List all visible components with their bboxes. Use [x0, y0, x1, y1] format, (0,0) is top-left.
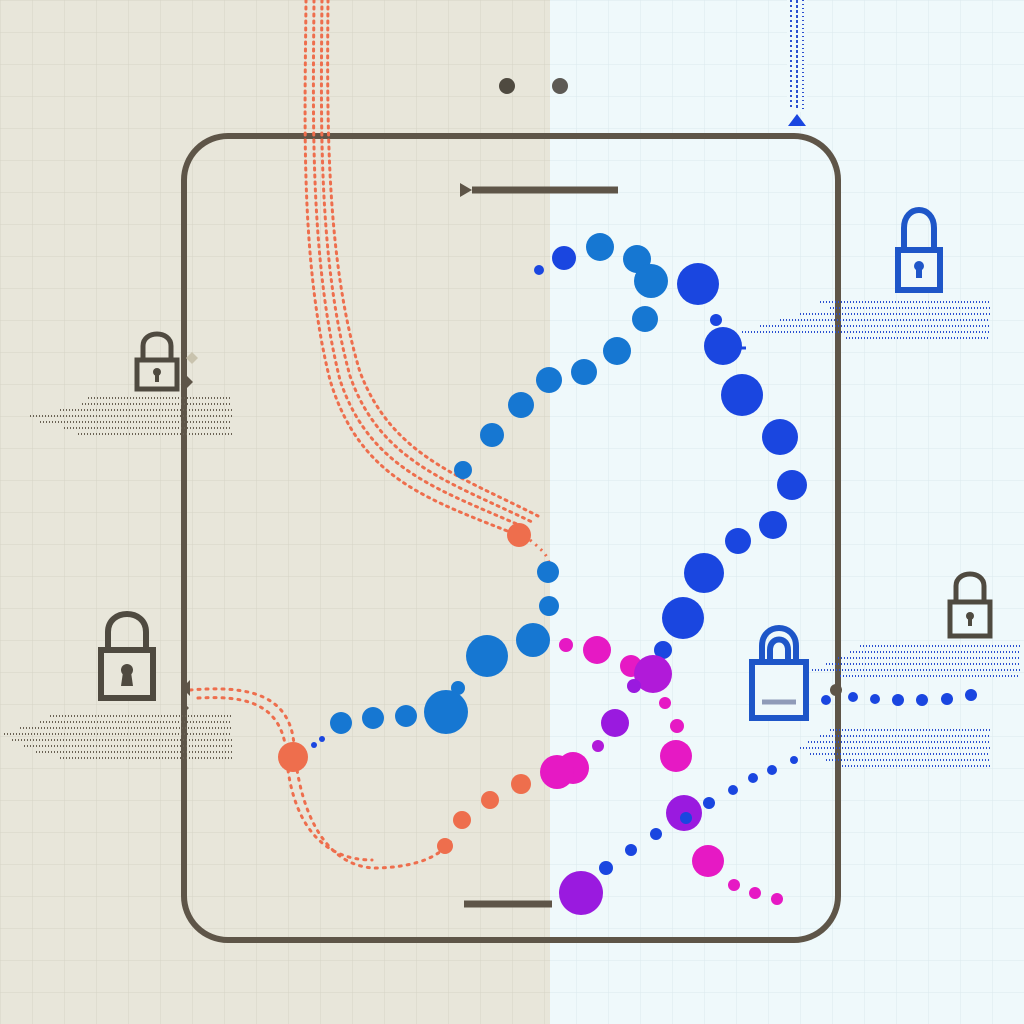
right-lower-data-text [800, 729, 990, 767]
top-right-data-strip [787, 0, 807, 126]
top-dot-left [499, 78, 515, 94]
blue-bead-strand-right [654, 314, 807, 659]
right-upper-data-text [742, 301, 990, 339]
padlock-icon [947, 571, 993, 639]
azure-bead-strand-lower [311, 561, 559, 748]
orange-loop-path [188, 687, 454, 870]
left-upper-data-text [30, 397, 232, 435]
top-bar-arrow-icon [460, 183, 472, 197]
arrow-left-icon [182, 680, 190, 696]
purple-bead-strand [540, 679, 798, 915]
right-lock-connector [821, 684, 977, 706]
padlock-icon [98, 611, 156, 701]
arrow-right-icon [185, 374, 193, 390]
left-panel-grid [0, 0, 550, 1024]
top-dot-right [552, 78, 568, 94]
diamond-icon [186, 352, 198, 364]
left-lower-data-text [4, 715, 232, 759]
right-middle-data-text [812, 645, 1020, 677]
padlock-icon [895, 207, 943, 293]
up-arrow-icon [788, 114, 806, 126]
magenta-bead-strand [559, 636, 783, 905]
padlock-icon [134, 331, 180, 392]
padlock-icon-open [749, 625, 809, 721]
orange-loop-node [278, 742, 308, 772]
arrow-right-icon [181, 700, 189, 716]
blue-bead-strand-upper [454, 233, 719, 479]
orange-node [507, 523, 531, 547]
device-frame [181, 133, 841, 943]
right-panel-grid [550, 0, 1024, 1024]
orange-beads [437, 774, 531, 854]
